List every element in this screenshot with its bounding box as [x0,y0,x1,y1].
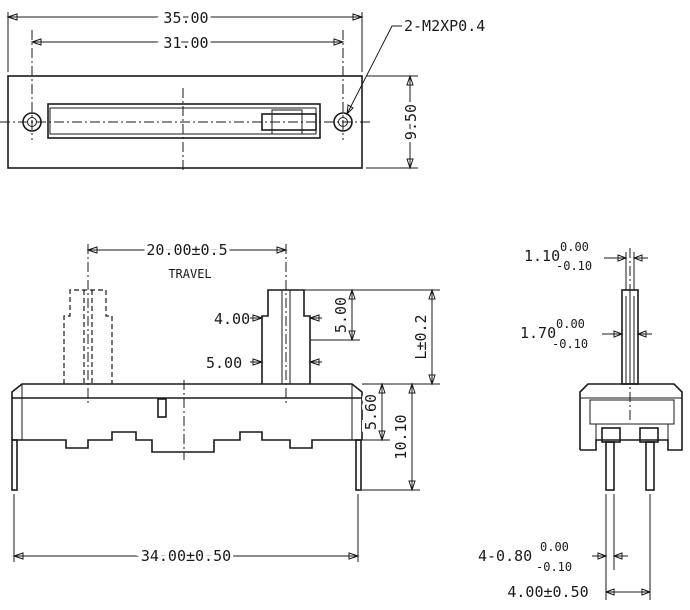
lever-step-label: 5.00 [206,354,242,372]
travel-label: TRAVEL [168,267,211,281]
front-view [11,244,440,562]
lever-thickness-upper: 0.00 [556,317,585,331]
lever-tip-label: 5.00 [332,297,350,333]
lever-width-label: 4.00 [214,310,250,328]
overall-length-label: 35.00 [163,9,208,27]
lever-thickness-lower: -0.10 [552,337,588,351]
pins-nominal: 4-0.80 [478,547,532,565]
tip-width-nominal: 1.10 [524,247,560,265]
pin-pitch-label: 4.00±0.50 [507,583,588,601]
tip-width-upper: 0.00 [560,240,589,254]
travel-value-label: 20.00±0.5 [146,241,227,259]
tip-width-lower: -0.10 [556,259,592,273]
hole-spacing-label: 31.00 [163,34,208,52]
pins-upper: 0.00 [540,540,569,554]
side-view [579,248,683,600]
body-height-label: 5.60 [362,394,380,430]
pins-lower: -0.10 [536,560,572,574]
pin-spacing-label: 34.00±0.50 [141,547,231,565]
mount-holes-label: 2-M2XP0.4 [404,17,485,35]
body-width-label: 9.50 [402,104,420,140]
lever-thickness-nominal: 1.70 [520,324,556,342]
lever-height-label: L±0.2 [412,314,430,359]
top-view [0,12,418,172]
total-height-label: 10.10 [392,414,410,459]
